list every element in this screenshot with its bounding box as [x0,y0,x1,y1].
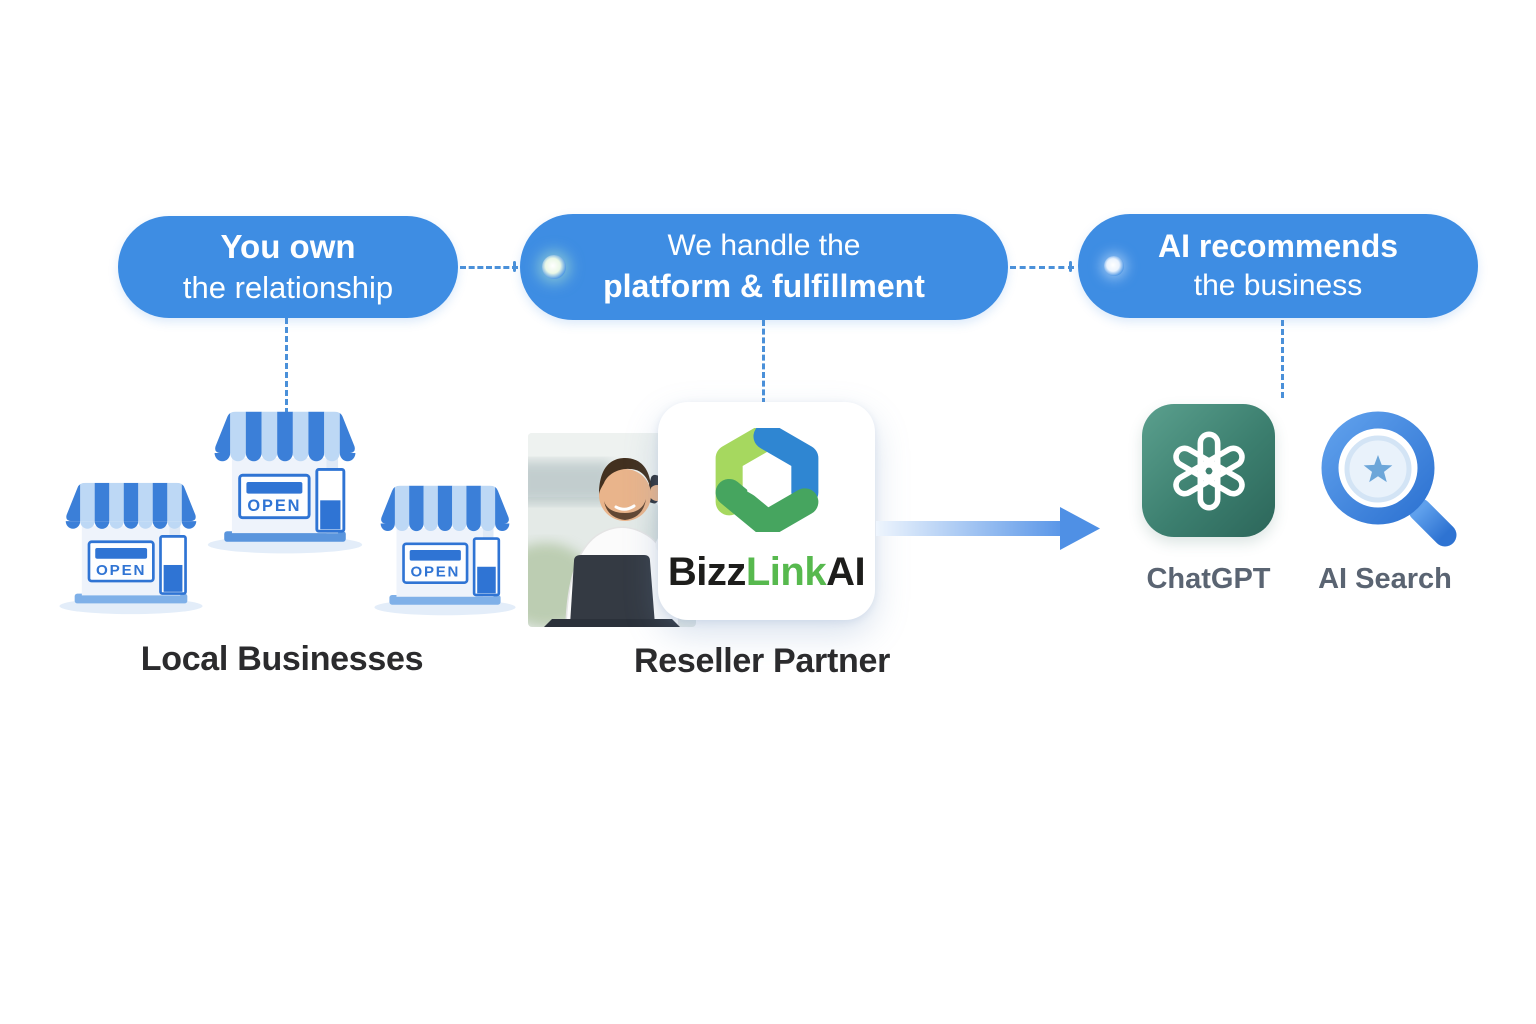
callout-pill-ai-recommends: AI recommends the business [1078,214,1478,318]
callout-pill-own-relationship: You own the relationship [118,216,458,318]
brand-part-link: Link [745,550,827,594]
hexagon-ring-icon [715,428,818,532]
chatgpt-label: ChatGPT [1146,563,1271,595]
storefront-svg: OPEN [59,482,203,615]
pill-line: the relationship [182,270,394,306]
dashed-connector-horizontal-1 [460,266,518,269]
chatgpt-flower-knot-icon [1172,430,1245,511]
dashed-connector-vertical-ai [1281,320,1284,398]
connector-end-tick [1069,261,1072,272]
brand-wordmark: BizzLinkAI [667,550,866,595]
brand-part-ai: AI [826,550,866,594]
local-businesses-label: Local Businesses [140,640,424,678]
storefront-icon: OPEN [370,475,520,616]
open-sign: OPEN [247,497,301,515]
chatgpt-icon [1142,404,1275,537]
right-arrow-gradient-icon [876,506,1101,556]
brand-part-bizz: Bizz [667,550,747,594]
callout-pill-platform-fulfillment: We handle the platform & fulfillment [520,214,1008,320]
bizzlinkai-card: BizzLinkAI [658,402,875,620]
pill-line: We handle the [667,229,861,263]
storefront-svg: OPEN [207,411,363,554]
dashed-connector-vertical-local [285,318,288,414]
storefront-icon: OPEN [203,400,367,554]
pill-line: You own [220,228,356,266]
magnifier-star-icon [1321,411,1457,547]
ai-search-label: AI Search [1318,563,1452,595]
pill-line: the business [1193,269,1363,303]
ai-search-icon [1308,398,1458,553]
storefront-svg: OPEN [374,485,516,616]
glow-dot-icon [1104,256,1124,276]
connector-end-tick [513,261,516,272]
open-sign: OPEN [411,563,461,580]
pill-line: AI recommends [1157,228,1399,265]
dashed-connector-vertical-reseller [762,320,765,404]
open-sign: OPEN [96,562,146,579]
pill-line: platform & fulfillment [603,267,925,304]
dashed-connector-horizontal-2 [1010,266,1074,269]
storefront-icon: OPEN [55,472,207,615]
reseller-partner-label: Reseller Partner [633,642,890,680]
glow-dot-icon [542,255,566,279]
